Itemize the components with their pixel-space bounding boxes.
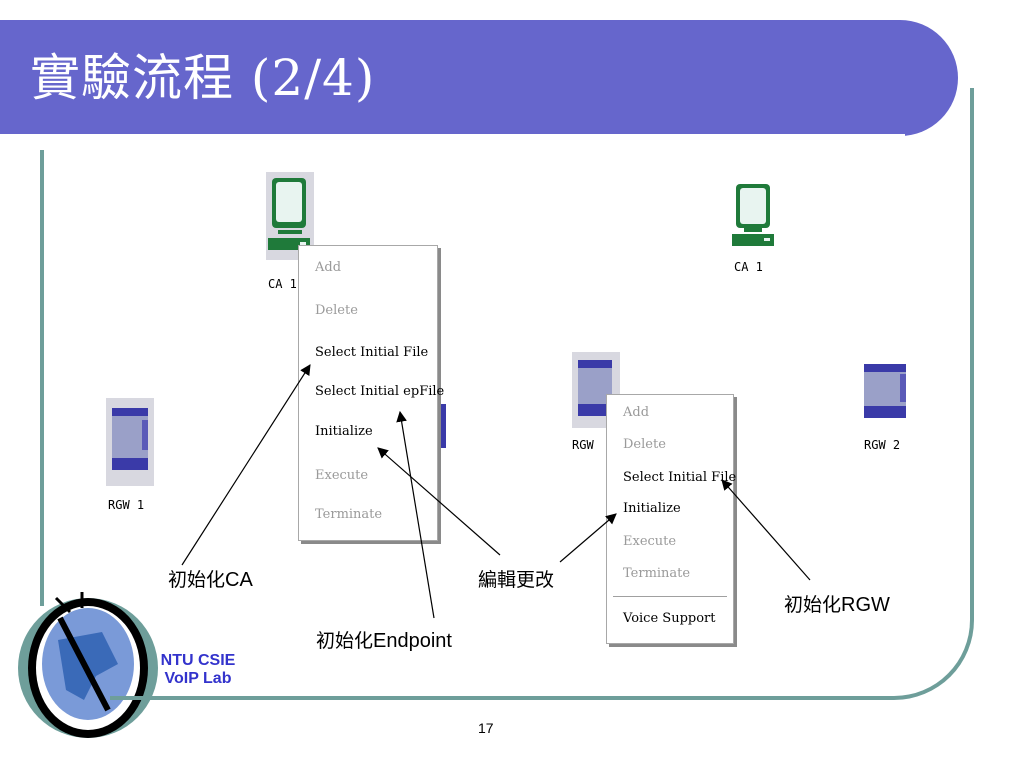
callout-init-endpoint-zh: 初始化 [316, 630, 374, 652]
logo-text-line2: VoIP Lab [164, 670, 232, 687]
callout-init-endpoint: 初始化Endpoint [316, 626, 452, 653]
callout-init-rgw-en: RGW [841, 594, 890, 616]
rgw-node-1-label: RGW 1 [108, 498, 145, 512]
title-underline [0, 134, 905, 139]
gateway-icon [864, 364, 906, 418]
rgw-menu-initialize[interactable]: Initialize [623, 501, 681, 516]
rgw-menu-select-initial-file[interactable]: Select Initial File [623, 470, 737, 485]
ca-menu-delete[interactable]: Delete [315, 303, 358, 318]
callout-edit-change: 編輯更改 [478, 565, 554, 592]
arrow-init-endpoint [396, 410, 435, 619]
callout-init-rgw-zh: 初始化 [784, 594, 842, 616]
ca-node-right-label: CA 1 [734, 260, 763, 274]
ca-menu-terminate[interactable]: Terminate [315, 507, 383, 522]
rgw-menu-execute[interactable]: Execute [623, 534, 677, 549]
callout-init-rgw: 初始化RGW [784, 590, 890, 617]
rgw-menu-separator [613, 596, 727, 597]
rgw-context-menu: Add Delete Select Initial File Initializ… [606, 394, 737, 644]
arrow-init-rgw [721, 479, 811, 581]
gateway-icon [106, 398, 154, 486]
logo-text-line1: NTU CSIE [160, 652, 236, 669]
ca-menu-select-initial-epfile[interactable]: Select Initial epFile [315, 384, 445, 399]
arrow-init-ca [181, 364, 311, 566]
ca-menu-add[interactable]: Add [315, 260, 342, 275]
ca-node-right[interactable] [732, 184, 776, 248]
rgw-menu-voice-support[interactable]: Voice Support [623, 611, 716, 626]
rgw-node-1[interactable] [106, 398, 154, 488]
callout-init-endpoint-en: Endpoint [373, 630, 452, 652]
ca-menu-execute[interactable]: Execute [315, 468, 369, 483]
arrow-edit-to-rgw-initialize [559, 513, 617, 563]
ca-node-left-label: CA 1 [268, 277, 297, 291]
title-bar [0, 20, 958, 136]
ca-menu-initialize[interactable]: Initialize [315, 424, 373, 439]
rgw-menu-delete[interactable]: Delete [623, 437, 666, 452]
page-number: 17 [478, 720, 494, 736]
logo-text: NTU CSIE VoIP Lab [146, 652, 250, 688]
rgw-node-2[interactable] [862, 360, 910, 426]
callout-init-ca: 初始化CA [168, 565, 253, 592]
callout-init-ca-zh: 初始化 [168, 569, 226, 591]
rgw-menu-add[interactable]: Add [623, 405, 650, 420]
computer-icon [732, 184, 774, 246]
callout-init-ca-en: CA [225, 569, 253, 591]
ca-menu-select-initial-file[interactable]: Select Initial File [315, 345, 429, 360]
arrow-edit-to-ca-initialize [377, 447, 501, 556]
content-frame-left-edge [40, 150, 44, 606]
callout-edit-change-text: 編輯更改 [478, 569, 555, 591]
rgw-node-mid-label: RGW [572, 438, 594, 452]
rgw-node-partial [436, 404, 446, 448]
ca-context-menu: Add Delete Select Initial File Select In… [298, 245, 445, 541]
rgw-menu-terminate[interactable]: Terminate [623, 566, 691, 581]
rgw-node-2-label: RGW 2 [864, 438, 901, 452]
content-frame-bottom-edge [110, 696, 890, 700]
